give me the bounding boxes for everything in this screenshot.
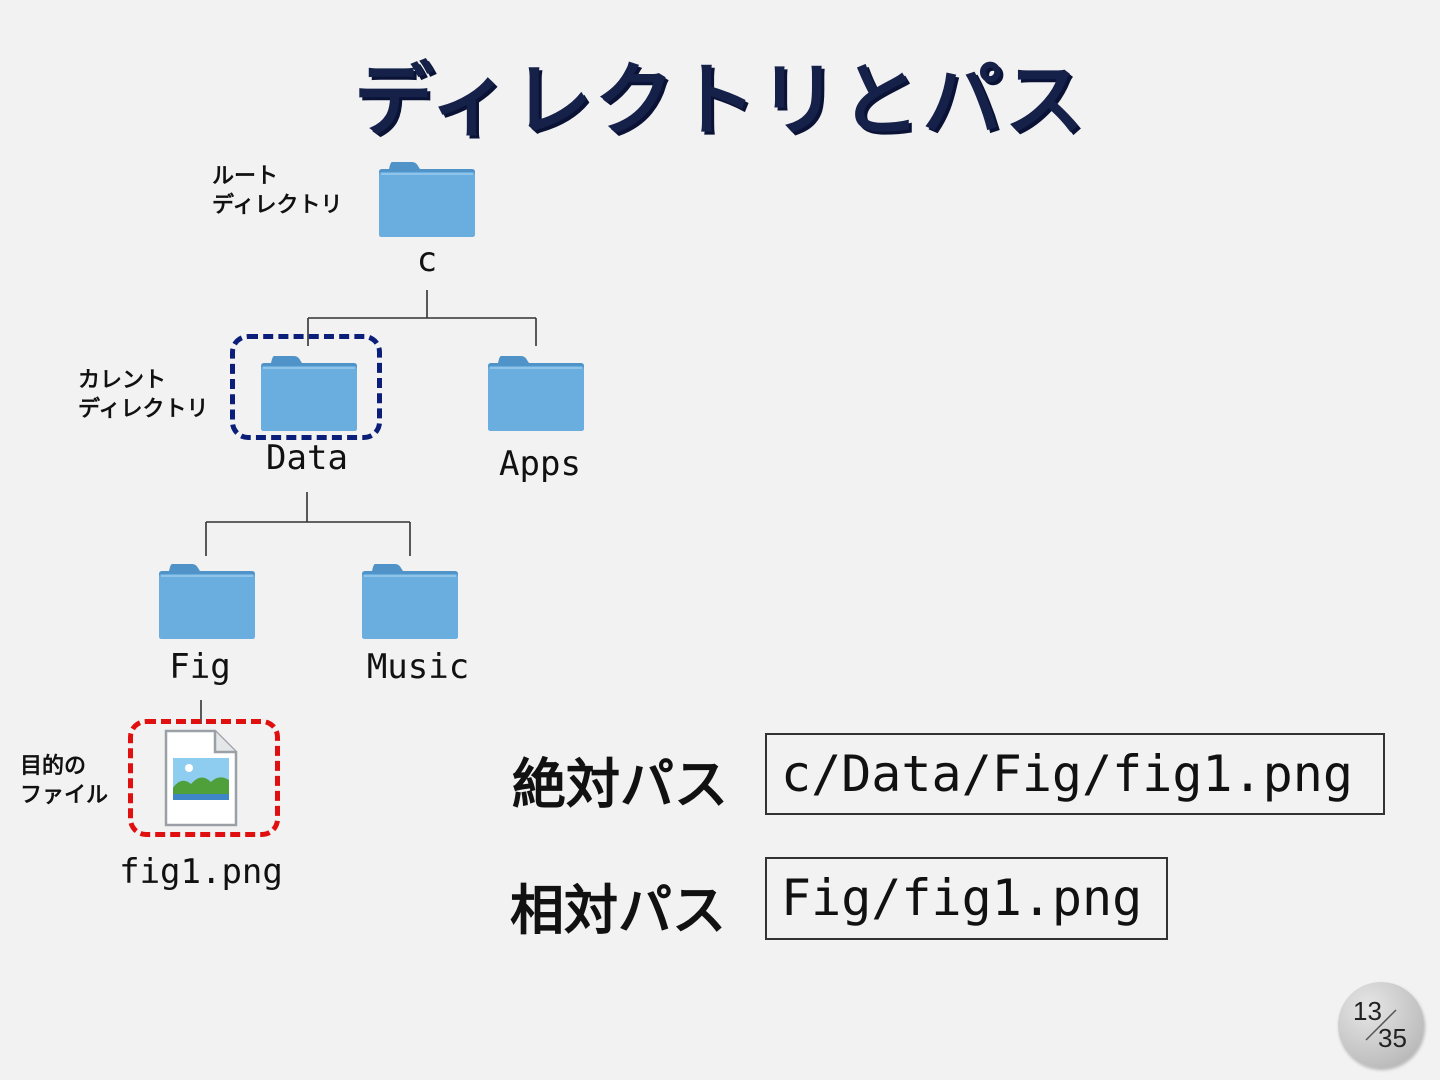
- folder-icon-root: [378, 160, 476, 238]
- root-annotation: ルート ディレクトリ: [212, 162, 342, 220]
- target-annotation-line2: ファイル: [20, 783, 109, 808]
- current-annotation-line1: カレント: [78, 368, 167, 393]
- node-label-data: Data: [266, 438, 348, 478]
- target-annotation: 目的の ファイル: [20, 752, 108, 810]
- page-current: 13: [1353, 996, 1382, 1026]
- relative-path-value: Fig/fig1.png: [765, 857, 1168, 940]
- node-label-fig: Fig: [169, 647, 231, 687]
- node-label-apps: Apps: [499, 444, 581, 484]
- node-label-root: c: [416, 240, 438, 280]
- absolute-path-value: c/Data/Fig/fig1.png: [765, 733, 1385, 815]
- folder-icon-fig: [158, 562, 256, 640]
- page-total: 35: [1378, 1023, 1407, 1053]
- connector-data-children: [205, 492, 411, 556]
- page-number-badge: 13 35: [1338, 982, 1424, 1068]
- connector-root-children: [307, 290, 537, 346]
- root-annotation-line2: ディレクトリ: [212, 193, 343, 218]
- folder-icon-data: [260, 354, 358, 432]
- target-file-highlight: [128, 719, 280, 837]
- root-annotation-line1: ルート: [212, 164, 279, 189]
- current-annotation-line2: ディレクトリ: [78, 397, 209, 422]
- current-annotation: カレント ディレクトリ: [78, 366, 208, 424]
- image-file-icon: [163, 728, 239, 828]
- relative-path-label: 相対パス: [510, 879, 726, 942]
- slide-title: ディレクトリとパス: [353, 54, 1087, 147]
- target-annotation-line1: 目的の: [20, 754, 87, 779]
- page-divider-icon: [1365, 1009, 1397, 1041]
- folder-icon-music: [361, 562, 459, 640]
- current-directory-highlight: [230, 334, 382, 440]
- node-label-music: Music: [366, 647, 470, 687]
- absolute-path-label: 絶対パス: [512, 753, 728, 816]
- node-label-file: fig1.png: [119, 852, 283, 892]
- folder-icon-apps: [487, 354, 585, 432]
